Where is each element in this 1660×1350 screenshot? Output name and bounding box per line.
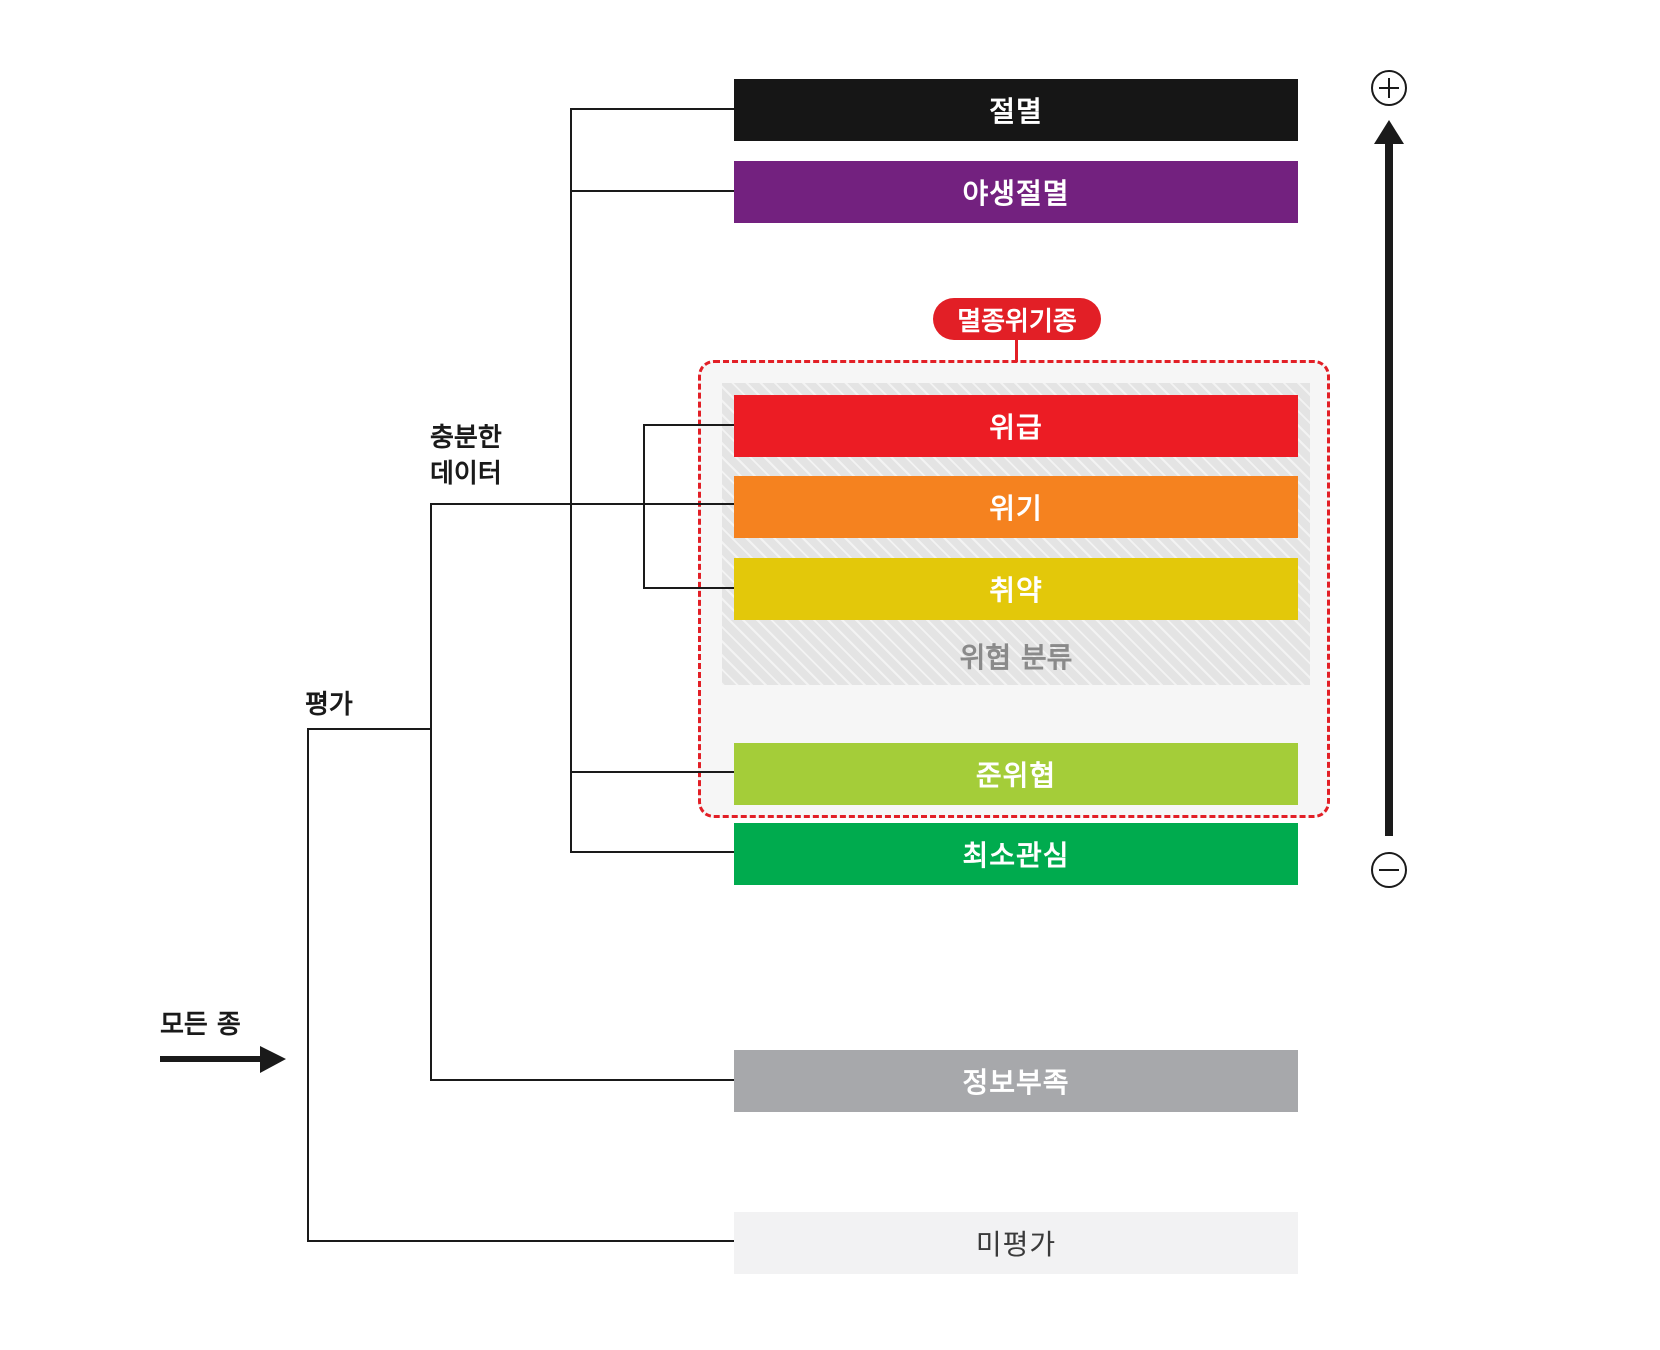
category-least-concern: 최소관심: [734, 823, 1298, 885]
minus-circle-icon: [1371, 852, 1407, 888]
not-evaluated-line: [307, 1240, 734, 1242]
all-species-arrow-icon: [160, 1046, 286, 1073]
category-extinct: 절멸: [734, 79, 1298, 141]
category-extinct-label: 절멸: [989, 95, 1043, 128]
category-data-deficient-label: 정보부족: [962, 1066, 1070, 1099]
root-vertical-line: [307, 728, 309, 1242]
adequate-data-line: [430, 503, 734, 505]
evaluated-label: 평가: [305, 690, 353, 720]
threatened-pill-connector: [1015, 338, 1018, 362]
evaluated-vertical-line: [430, 503, 432, 1081]
evaluated-line: [307, 728, 431, 730]
cr-line: [643, 424, 734, 426]
category-vulnerable: 취약: [734, 558, 1298, 620]
ex-line: [570, 108, 734, 110]
ew-line: [570, 190, 734, 192]
threatened-pill: 멸종위기종: [933, 298, 1101, 340]
nt-line: [570, 771, 734, 773]
category-not-evaluated-label: 미평가: [975, 1228, 1057, 1261]
category-endangered-label: 위기: [989, 492, 1043, 525]
adequate-data-label-line1: 충분한: [430, 423, 502, 453]
category-least-concern-label: 최소관심: [962, 839, 1070, 872]
category-near-threatened-label: 준위협: [975, 759, 1057, 792]
category-near-threatened: 준위협: [734, 743, 1298, 805]
category-extinct-in-wild: 야생절멸: [734, 161, 1298, 223]
category-critically-endangered-label: 위급: [989, 411, 1043, 444]
adequate-vertical-line: [570, 108, 572, 852]
vu-line: [643, 587, 734, 589]
risk-scale-arrow-icon: [1374, 120, 1404, 836]
adequate-data-label-line2: 데이터: [430, 459, 502, 489]
category-vulnerable-label: 취약: [989, 574, 1043, 607]
category-extinct-in-wild-label: 야생절멸: [962, 177, 1070, 210]
threatened-vertical-line: [643, 424, 645, 588]
category-critically-endangered: 위급: [734, 395, 1298, 457]
lc-line: [570, 851, 734, 853]
category-data-deficient: 정보부족: [734, 1050, 1298, 1112]
category-not-evaluated: 미평가: [734, 1212, 1298, 1274]
data-deficient-line: [430, 1079, 734, 1081]
all-species-label: 모든 종: [160, 1010, 241, 1040]
threat-categories-label: 위협 분류: [959, 641, 1073, 674]
category-endangered: 위기: [734, 476, 1298, 538]
plus-circle-icon: [1371, 70, 1407, 106]
